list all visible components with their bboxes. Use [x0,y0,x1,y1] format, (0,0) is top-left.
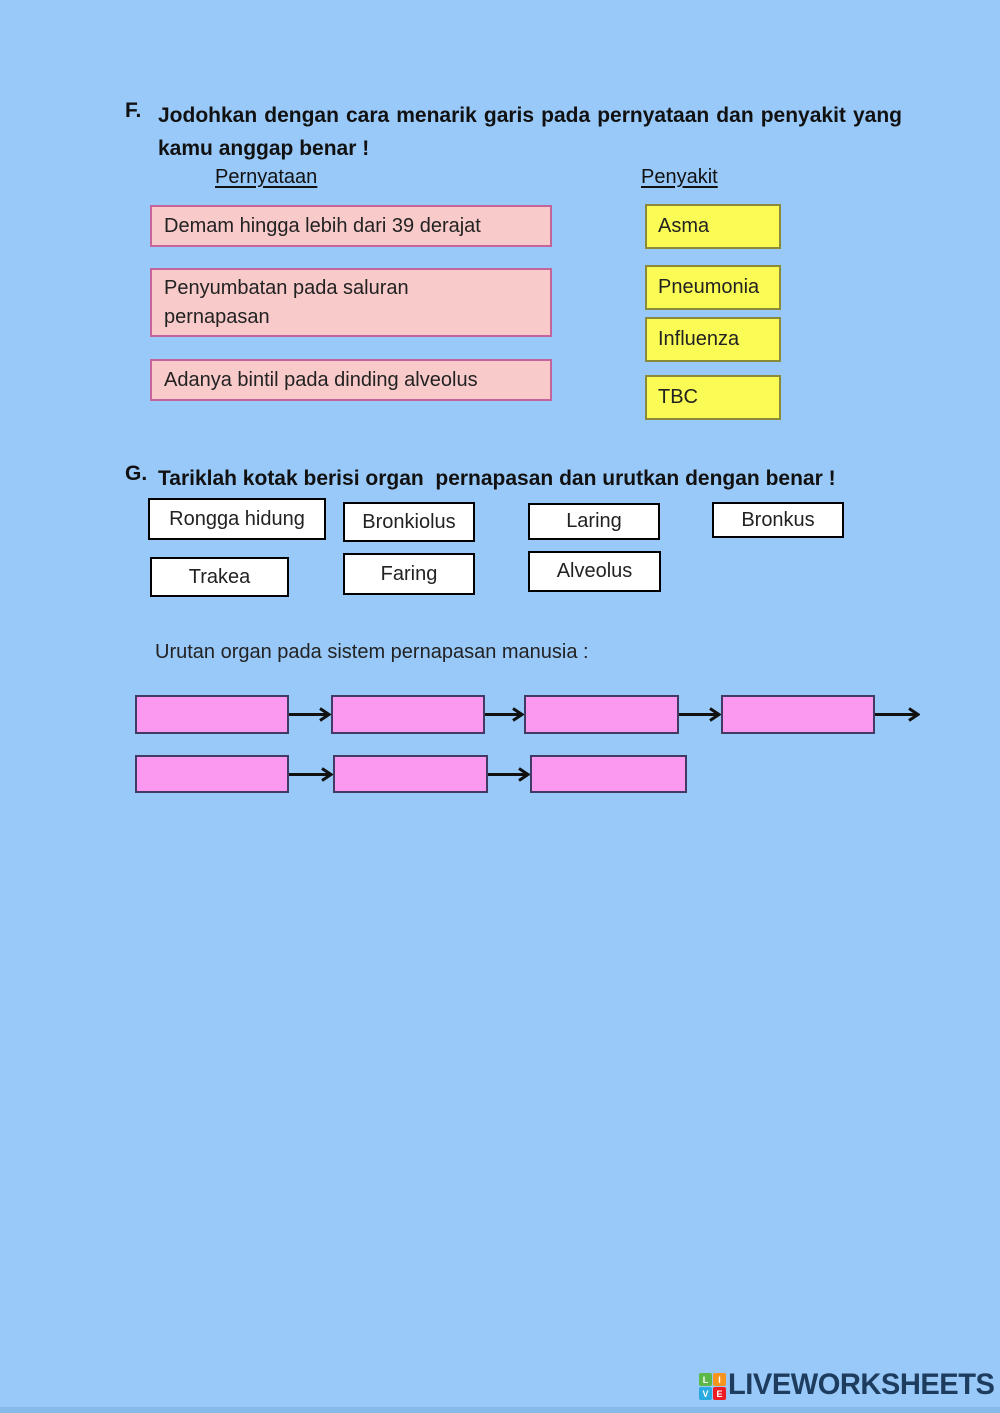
logo-letter-v: V [699,1387,712,1400]
organ-label: Trakea [188,565,251,588]
page-bottom-edge [0,1407,1000,1413]
sequence-instruction: Urutan organ pada sistem pernapasan manu… [155,641,589,663]
statement-text: Adanya bintil pada dinding alveolus [164,368,478,391]
statement-box-penyumbatan[interactable]: Penyumbatan pada saluran pernapasan [150,268,552,337]
arrow-right-icon [289,767,333,782]
organ-label: Bronkus [741,508,815,531]
disease-label: TBC [658,386,698,408]
question-f-heading-line1: Jodohkan dengan cara menarik garis pada … [158,104,902,127]
sequence-slot-4[interactable] [721,695,875,734]
statement-text: Demam hingga lebih dari 39 derajat [164,214,481,237]
disease-label: Influenza [658,328,740,350]
organ-box-rongga-hidung[interactable]: Rongga hidung [148,498,326,540]
logo-letter-i: I [713,1373,726,1386]
organ-label: Bronkiolus [362,510,456,533]
sequence-slot-1[interactable] [135,695,289,734]
sequence-slot-3[interactable] [524,695,679,734]
arrow-right-icon [289,707,331,722]
disease-box-influenza[interactable]: Influenza [645,317,781,362]
organ-label: Faring [380,562,438,585]
arrow-right-icon [875,707,920,722]
question-f-marker: F. [125,99,142,122]
question-f-heading-line2: kamu anggap benar ! [158,137,370,160]
organ-label: Rongga hidung [169,507,305,530]
sequence-slot-2[interactable] [331,695,485,734]
question-g-heading: Tariklah kotak berisi organ pernapasan d… [158,467,836,490]
disease-box-asma[interactable]: Asma [645,204,781,249]
question-g-marker: G. [125,462,148,485]
liveworksheets-wordmark: LIVEWORKSHEETS [728,1368,995,1401]
statement-text: Penyumbatan pada saluran pernapasan [164,276,409,328]
column-title-pernyataan: Pernyataan [215,166,318,188]
disease-box-tbc[interactable]: TBC [645,375,781,420]
organ-label: Laring [566,510,622,532]
organ-label: Alveolus [556,560,633,582]
organ-box-trakea[interactable]: Trakea [150,557,289,597]
organ-box-laring[interactable]: Laring [528,503,660,540]
arrow-right-icon [488,767,530,782]
organ-box-bronkiolus[interactable]: Bronkiolus [343,502,475,542]
arrow-right-icon [679,707,721,722]
disease-label: Pneumonia [658,276,760,298]
disease-box-pneumonia[interactable]: Pneumonia [645,265,781,310]
sequence-slot-7[interactable] [530,755,687,793]
organ-box-alveolus[interactable]: Alveolus [528,551,661,592]
statement-box-bintil[interactable]: Adanya bintil pada dinding alveolus [150,359,552,401]
question-f-heading: Jodohkan dengan cara menarik garis pada … [158,99,902,165]
logo-letter-l: L [699,1373,712,1386]
arrow-right-icon [485,707,524,722]
organ-box-faring[interactable]: Faring [343,553,475,595]
sequence-slot-5[interactable] [135,755,289,793]
sequence-slot-6[interactable] [333,755,488,793]
logo-letter-e: E [713,1387,726,1400]
disease-label: Asma [658,215,710,237]
statement-box-demam[interactable]: Demam hingga lebih dari 39 derajat [150,205,552,247]
column-title-penyakit: Penyakit [641,166,718,188]
liveworksheets-logo-icon: L I V E [699,1373,726,1400]
organ-box-bronkus[interactable]: Bronkus [712,502,844,538]
